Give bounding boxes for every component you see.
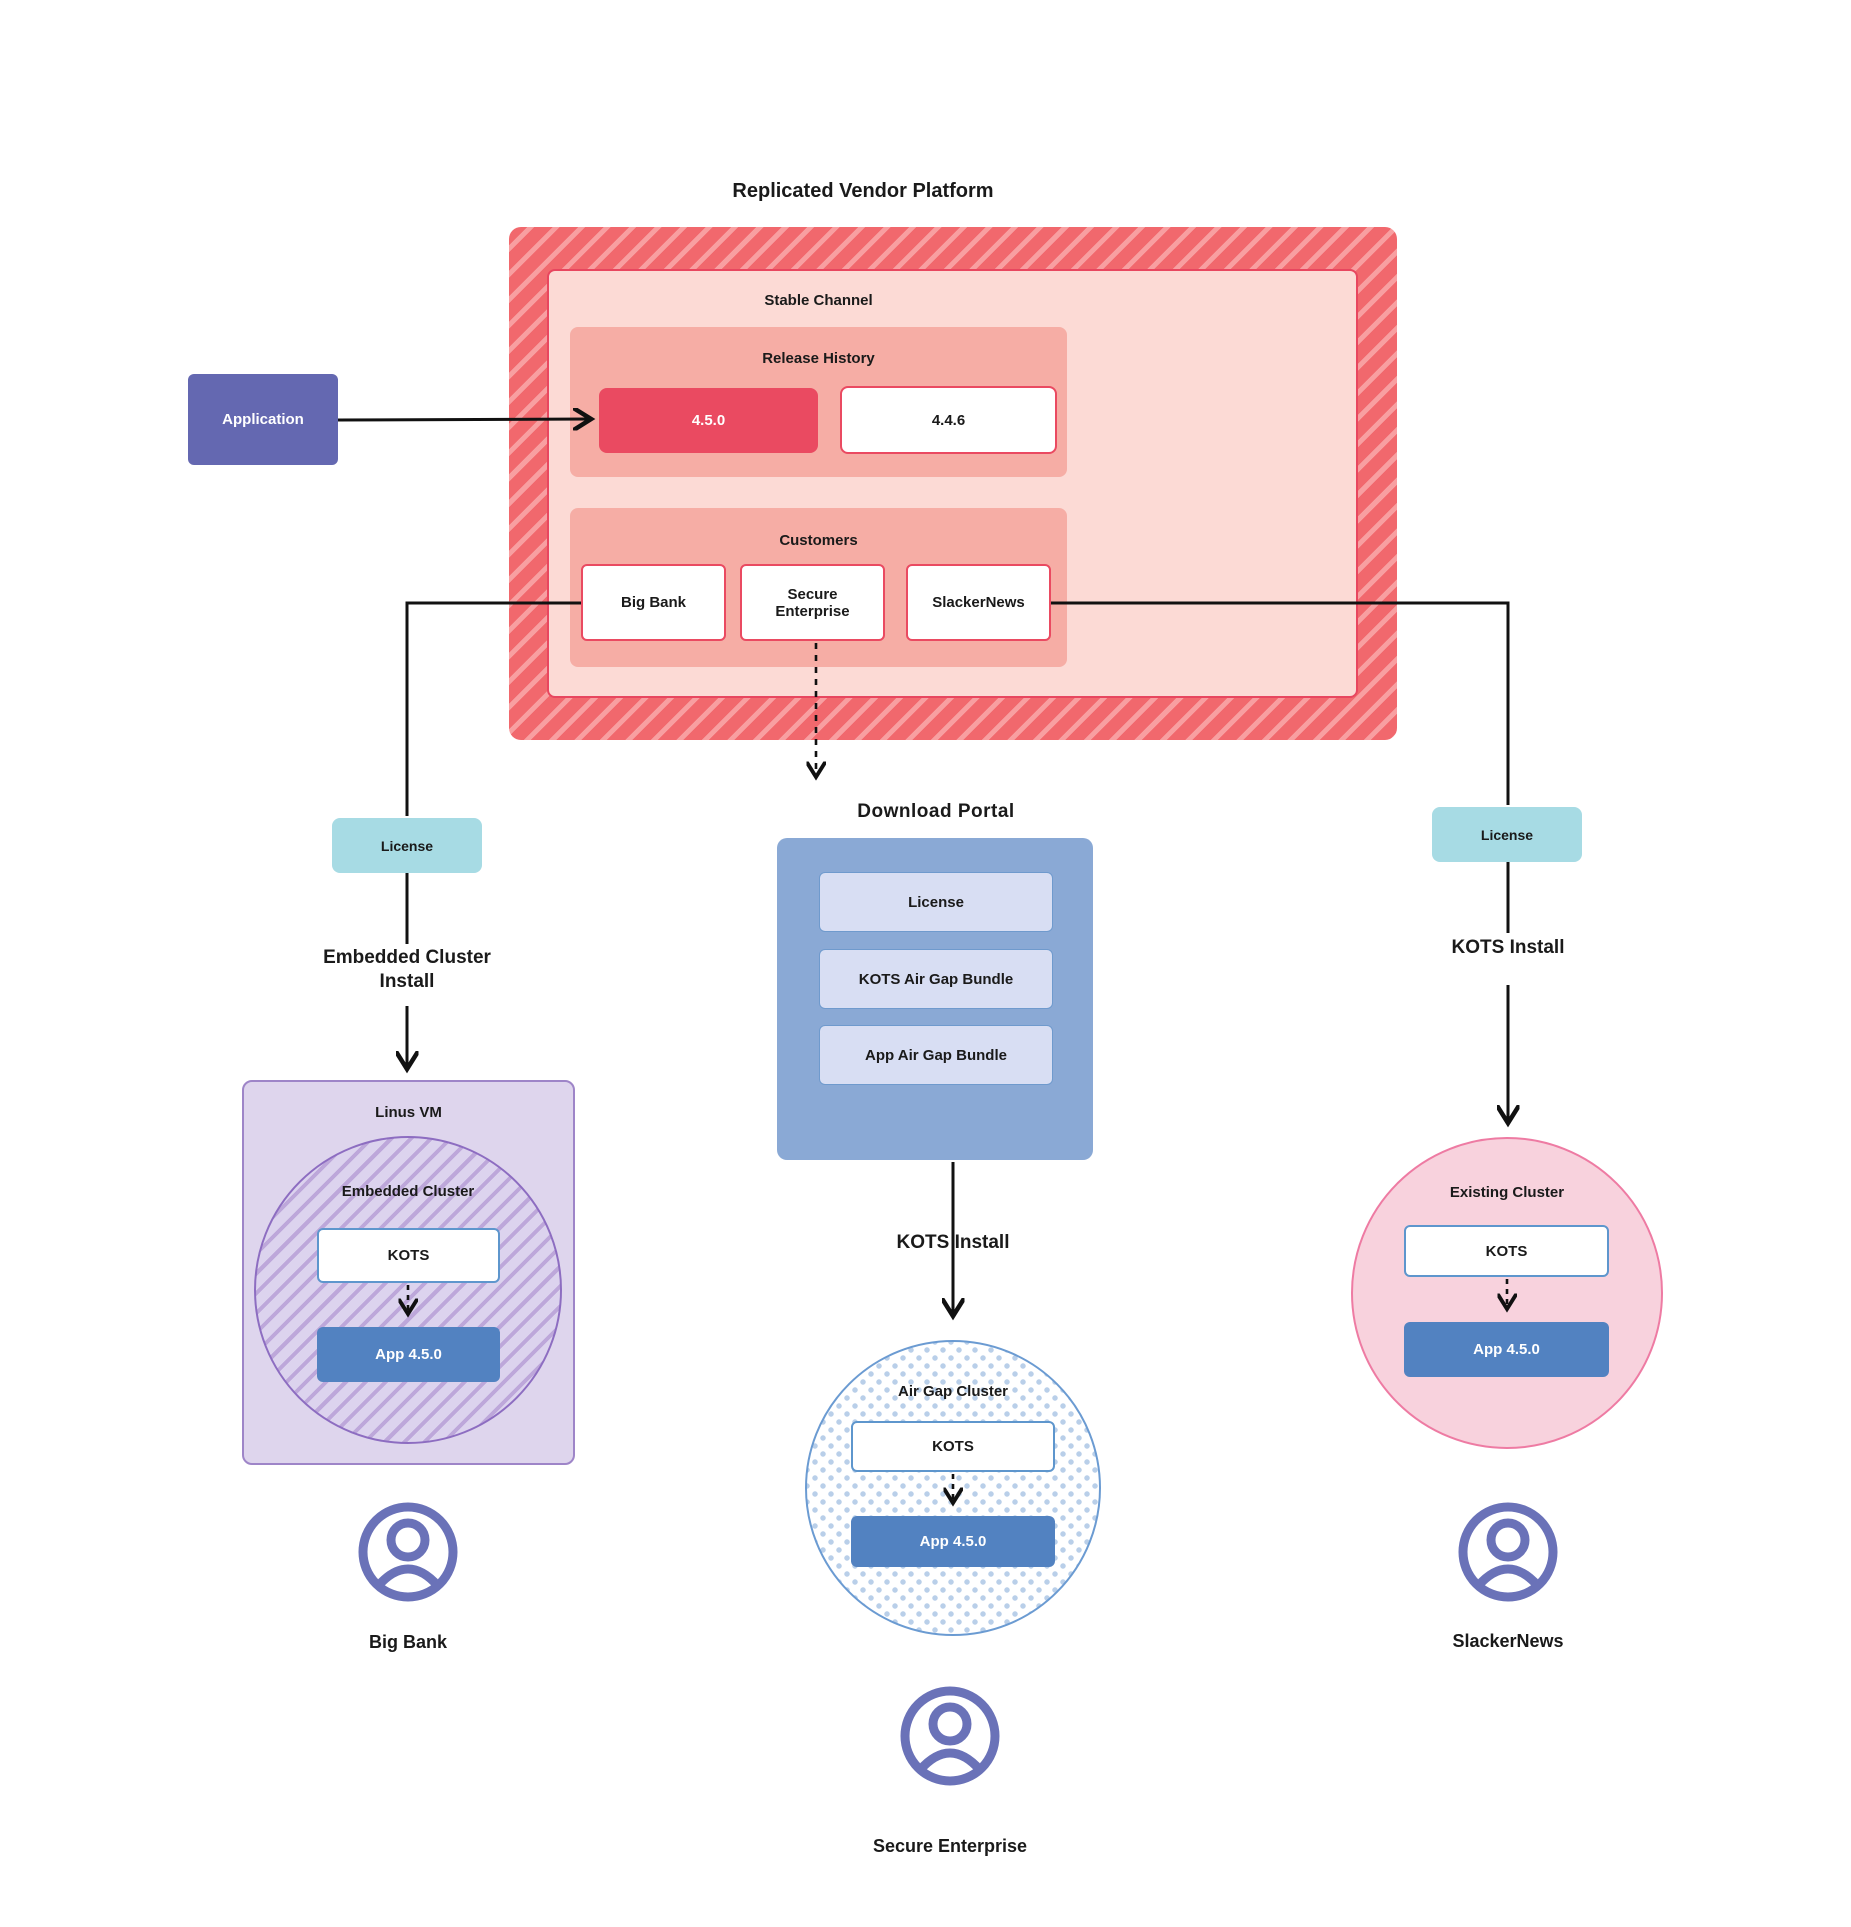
portal-license-box: License	[819, 872, 1053, 932]
left-persona-label: Big Bank	[368, 1631, 447, 1652]
diagram-title: Replicated Vendor Platform	[732, 179, 994, 202]
left-license-box: License	[332, 818, 482, 873]
portal-app-bundle-box: App Air Gap Bundle	[819, 1025, 1053, 1085]
user-icon	[900, 1686, 1000, 1786]
user-icon	[358, 1502, 458, 1602]
linus-vm-label: Linus VM	[375, 1103, 442, 1121]
air-gap-cluster-label: Air Gap Cluster	[897, 1382, 1009, 1400]
left-app-box: App 4.5.0	[317, 1327, 500, 1382]
stable-channel-label: Stable Channel	[764, 291, 873, 309]
release-box-4-4-6: 4.4.6	[840, 386, 1057, 454]
release-history-label: Release History	[762, 349, 875, 367]
user-icon	[1458, 1502, 1558, 1602]
center-persona-label: Secure Enterprise	[872, 1835, 1028, 1856]
customer-secure-enterprise: Secure Enterprise	[740, 564, 885, 641]
customer-big-bank: Big Bank	[581, 564, 726, 641]
left-kots-box: KOTS	[317, 1228, 500, 1283]
right-app-box: App 4.5.0	[1404, 1322, 1609, 1377]
center-kots-install-label: KOTS Install	[896, 1232, 1010, 1254]
right-license-box: License	[1432, 807, 1582, 862]
right-persona-label: SlackerNews	[1452, 1630, 1564, 1651]
center-app-box: App 4.5.0	[851, 1516, 1055, 1567]
existing-cluster-label: Existing Cluster	[1449, 1183, 1565, 1201]
customer-slackernews: SlackerNews	[906, 564, 1051, 641]
application-box: Application	[188, 374, 338, 465]
right-kots-box: KOTS	[1404, 1225, 1609, 1277]
embedded-cluster-label: Embedded Cluster	[341, 1182, 475, 1200]
right-kots-install-label: KOTS Install	[1451, 937, 1565, 959]
release-box-4-5-0: 4.5.0	[599, 388, 818, 453]
embedded-cluster-install-label: Embedded Cluster Install	[323, 947, 491, 992]
download-portal-label: Download Portal	[857, 801, 1015, 823]
customers-label: Customers	[779, 531, 858, 549]
air-gap-cluster-circle	[805, 1340, 1101, 1636]
portal-kots-bundle-box: KOTS Air Gap Bundle	[819, 949, 1053, 1009]
center-kots-box: KOTS	[851, 1421, 1055, 1472]
